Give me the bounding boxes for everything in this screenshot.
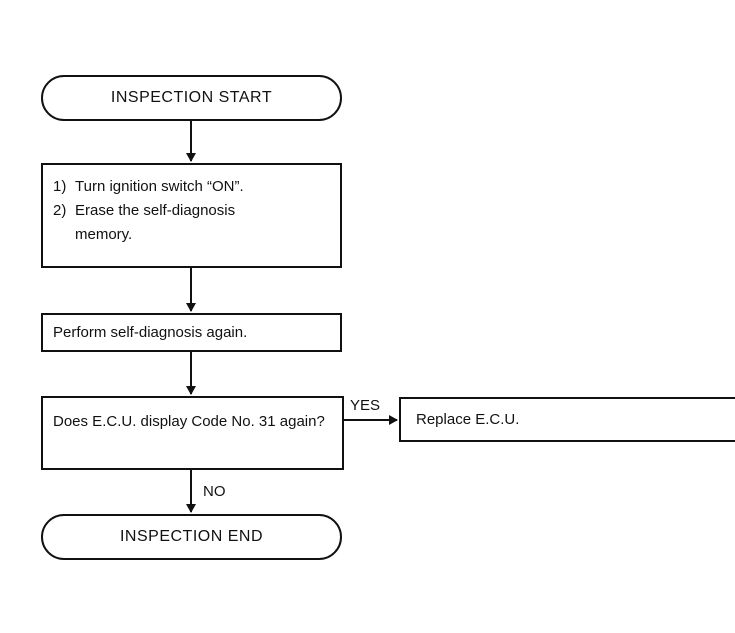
step-1-number: 1) (53, 178, 67, 195)
step-2: 2) Erase the self-diagnosis memory. (53, 199, 330, 247)
replace-ecu-box: Replace E.C.U. (399, 397, 735, 442)
yes-label: YES (350, 397, 381, 414)
replace-ecu-label: Replace E.C.U. (416, 411, 520, 428)
step-2-text: Erase the self-diagnosis memory. (75, 202, 236, 243)
no-label: NO (203, 483, 226, 500)
inspection-end-terminal: INSPECTION END (41, 514, 342, 560)
inspection-end-label: INSPECTION END (119, 528, 263, 545)
decision-label: Does E.C.U. display Code No. 31 again? (53, 413, 325, 430)
step-2-number: 2) (53, 202, 67, 219)
steps-box: 1) Turn ignition switch “ON”. 2) Erase t… (41, 163, 342, 268)
step-1-text: Turn ignition switch “ON”. (75, 178, 244, 195)
inspection-start-terminal: INSPECTION START (41, 75, 342, 121)
perform-self-diagnosis-box: Perform self-diagnosis again. (41, 313, 342, 352)
inspection-start-label: INSPECTION START (110, 89, 273, 106)
step-1: 1) Turn ignition switch “ON”. (53, 175, 330, 199)
perform-self-diagnosis-label: Perform self-diagnosis again. (53, 324, 248, 341)
decision-box: Does E.C.U. display Code No. 31 again? (41, 396, 344, 470)
